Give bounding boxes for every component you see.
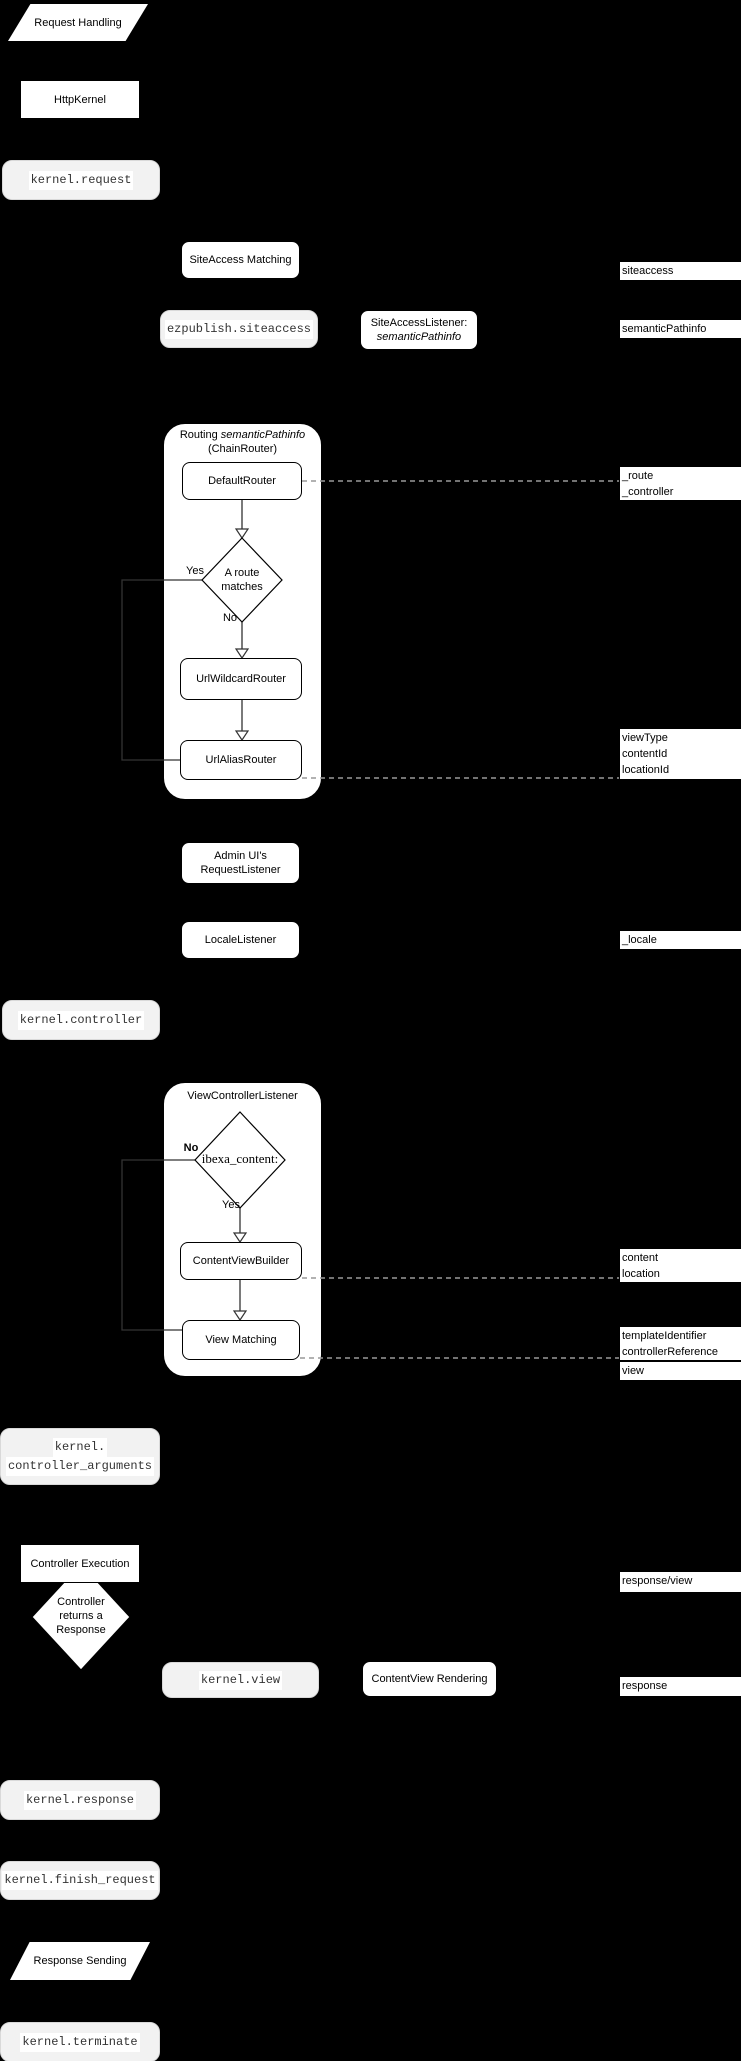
annotation-locale: _locale [620, 931, 741, 949]
view-matching-node: View Matching [182, 1320, 300, 1360]
view-matching-label: View Matching [205, 1334, 277, 1346]
routing-container-title: Routing semanticPathinfo (ChainRouter) [163, 428, 322, 456]
url-alias-router-label: UrlAliasRouter [205, 754, 277, 766]
view-controller-listener-title: ViewControllerListener [187, 1090, 298, 1102]
locale-listener-label: LocaleListener [204, 934, 277, 946]
response-sending-node: Response Sending [10, 1942, 150, 1980]
ibexa-content-label: ibexa_content: [201, 1151, 279, 1166]
kernel-terminate-label: kernel.terminate [20, 2032, 140, 2052]
annotation-response: response [620, 1677, 741, 1696]
dashed-connectors [300, 480, 619, 1359]
kernel-controller-arguments-event: kernel. controller_arguments [0, 1428, 160, 1485]
url-alias-router-node: UrlAliasRouter [180, 740, 302, 780]
annotation-route-controller: _route _controller [620, 467, 741, 500]
annotation-siteaccess: siteaccess [620, 262, 741, 280]
kernel-view-event: kernel.view [162, 1662, 319, 1698]
annotation-view-params: viewType contentId locationId [620, 729, 741, 779]
kernel-request-event: kernel.request [2, 160, 160, 200]
content-view-builder-node: ContentViewBuilder [180, 1242, 302, 1280]
kernel-request-label: kernel.request [28, 170, 134, 190]
kernel-view-label: kernel.view [198, 1670, 283, 1690]
kernel-controller-event: kernel.controller [2, 1000, 160, 1040]
annotation-view: view [620, 1362, 741, 1380]
controller-execution-node: Controller Execution [20, 1544, 140, 1583]
ezpublish-siteaccess-label: ezpublish.siteaccess [164, 319, 314, 339]
kernel-terminate-event: kernel.terminate [0, 2022, 160, 2061]
url-wildcard-router-label: UrlWildcardRouter [196, 673, 286, 685]
default-router-node: DefaultRouter [182, 462, 302, 500]
httpkernel-node: HttpKernel [20, 80, 140, 119]
admin-request-listener-node: Admin UI's RequestListener [181, 842, 300, 884]
url-wildcard-router-node: UrlWildcardRouter [180, 658, 302, 700]
admin-request-listener-line1: Admin UI's [214, 850, 267, 862]
routing-title-italic: semanticPathinfo [220, 429, 306, 441]
route-matches-yes-label: Yes [186, 565, 204, 577]
request-handling-node: Request Handling [8, 4, 148, 41]
annotation-semantic-pathinfo: semanticPathinfo [620, 320, 741, 338]
kernel-finish-request-label: kernel.finish_request [2, 1871, 158, 1890]
route-matches-label: A route matches [221, 567, 263, 593]
siteaccess-matching-label: SiteAccess Matching [189, 254, 292, 266]
httpkernel-label: HttpKernel [54, 93, 106, 106]
siteaccess-listener-line1: SiteAccessListener: [370, 317, 468, 329]
ibexa-content-no-label: No [183, 1142, 199, 1154]
kernel-response-label: kernel.response [23, 1790, 137, 1810]
siteaccess-listener-line2: semanticPathinfo [376, 331, 462, 343]
admin-request-listener-line2: RequestListener [200, 864, 281, 876]
contentview-rendering-label: ContentView Rendering [371, 1673, 488, 1685]
siteaccess-listener-node: SiteAccessListener: semanticPathinfo [360, 310, 478, 350]
content-view-builder-label: ContentViewBuilder [192, 1255, 290, 1267]
kernel-controller-arguments-line2: controller_arguments [5, 1456, 155, 1476]
ibexa-content-yes-label: Yes [222, 1199, 240, 1211]
request-handling-label: Request Handling [34, 16, 122, 29]
kernel-controller-arguments-line1: kernel. [52, 1437, 108, 1457]
response-sending-label: Response Sending [33, 1955, 127, 1967]
ezpublish-siteaccess-event: ezpublish.siteaccess [160, 310, 318, 348]
kernel-controller-label: kernel.controller [17, 1010, 145, 1030]
route-matches-no-label: No [222, 612, 238, 624]
routing-title-line2: (ChainRouter) [207, 443, 278, 455]
kernel-finish-request-event: kernel.finish_request [0, 1861, 160, 1900]
annotation-response-view: response/view [620, 1572, 741, 1592]
siteaccess-matching-node: SiteAccess Matching [181, 241, 300, 279]
routing-title-word: Routing [179, 429, 221, 441]
locale-listener-node: LocaleListener [181, 921, 300, 959]
default-router-label: DefaultRouter [208, 475, 276, 487]
annotation-content-location: content location [620, 1249, 741, 1282]
controller-execution-label: Controller Execution [30, 1557, 130, 1570]
contentview-rendering-node: ContentView Rendering [362, 1661, 497, 1697]
kernel-response-event: kernel.response [0, 1780, 160, 1820]
annotation-template-controller: templateIdentifier controllerReference [620, 1327, 741, 1360]
controller-returns-label: Controller returns a Response [56, 1596, 106, 1636]
